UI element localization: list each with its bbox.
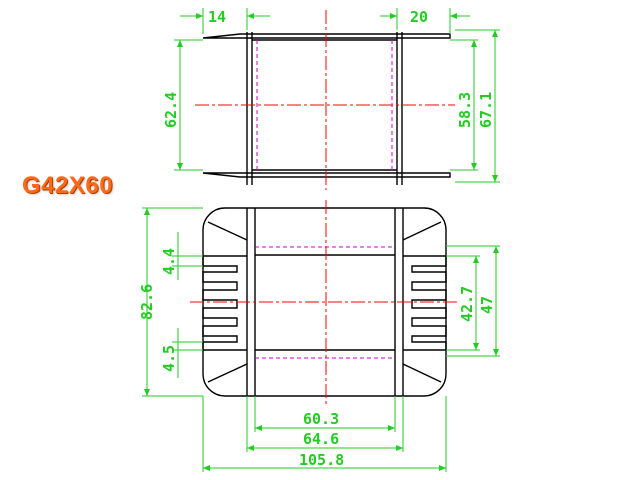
dimension-lines xyxy=(142,8,500,472)
dim-top-outer-height: 67.1 xyxy=(477,92,495,128)
top-centerlines xyxy=(195,10,455,190)
part-title: G42X60 xyxy=(22,172,114,199)
dim-front-pin-bottom: 4.5 xyxy=(160,345,178,372)
dim-width-inner: 60.3 xyxy=(303,410,339,428)
dim-top-right-flange: 20 xyxy=(410,8,428,26)
top-flange-lower xyxy=(202,172,451,178)
dim-top-height-left: 62.4 xyxy=(162,92,180,128)
dim-width-mid: 64.6 xyxy=(303,430,339,448)
front-centerlines xyxy=(190,200,460,405)
front-hidden-lines xyxy=(255,246,395,359)
right-comb xyxy=(403,255,447,351)
front-view xyxy=(202,207,447,397)
dim-width-total: 105.8 xyxy=(299,451,344,469)
dim-front-outer: 47 xyxy=(478,296,496,314)
top-view xyxy=(202,32,451,185)
dim-front-height: 82.6 xyxy=(138,284,156,320)
dimension-arrows xyxy=(144,13,499,471)
dim-front-inner: 42.7 xyxy=(458,286,476,322)
dim-top-left-flange: 14 xyxy=(208,8,226,26)
dim-top-inner-height: 58.3 xyxy=(456,92,474,128)
left-comb xyxy=(202,255,247,351)
dim-front-pin-top: 4.4 xyxy=(160,248,178,275)
